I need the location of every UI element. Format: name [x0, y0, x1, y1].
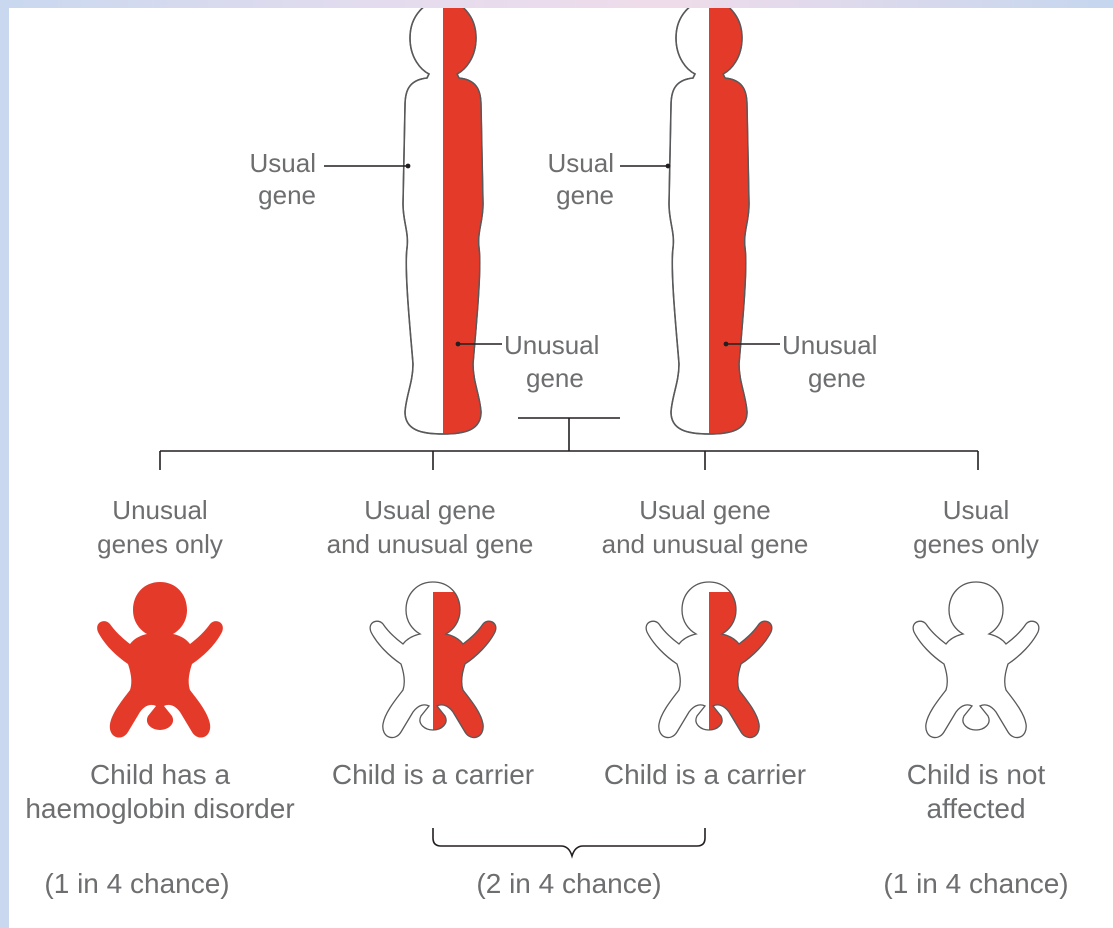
child-3-genotype-line2: and unusual gene	[602, 529, 809, 559]
parent-2-usual-label-line1: Usual	[548, 148, 614, 178]
parent-1-usual-gene-callout: Usual gene	[250, 148, 411, 210]
inheritance-diagram: Usual gene Unusual gene Usual gene Unusu…	[9, 8, 1113, 928]
child-1-outcome-line2: haemoglobin disorder	[25, 793, 294, 824]
child-1-outcome-line1: Child has a	[90, 759, 231, 790]
parent-1-usual-label-line2: gene	[258, 180, 316, 210]
chance-3: (1 in 4 chance)	[883, 868, 1068, 899]
parent-2-usual-label-line2: gene	[556, 180, 614, 210]
child-4-outcome-line1: Child is not	[907, 759, 1046, 790]
child-4-genotype-line2: genes only	[913, 529, 1039, 559]
parent-2-unusual-label-line1: Unusual	[782, 330, 877, 360]
chance-2: (2 in 4 chance)	[476, 868, 661, 899]
child-outcome-labels: Child has a haemoglobin disorder Child i…	[25, 759, 1045, 824]
diagram-canvas: Usual gene Unusual gene Usual gene Unusu…	[9, 8, 1113, 928]
chance-1: (1 in 4 chance)	[44, 868, 229, 899]
chance-labels: (1 in 4 chance) (2 in 4 chance) (1 in 4 …	[44, 868, 1068, 899]
baby-figure-4-unaffected	[913, 582, 1039, 738]
baby-figure-2-carrier	[370, 582, 496, 738]
parent-2-unusual-label-line2: gene	[808, 363, 866, 393]
carrier-brace	[433, 828, 705, 856]
parent-1-unusual-label-line1: Unusual	[504, 330, 599, 360]
parent-1-unusual-label-line2: gene	[526, 363, 584, 393]
child-2-outcome: Child is a carrier	[332, 759, 534, 790]
child-2-genotype-line2: and unusual gene	[327, 529, 534, 559]
parent-2-unusual-gene-callout: Unusual gene	[724, 330, 878, 393]
child-1-genotype-line2: genes only	[97, 529, 223, 559]
child-3-outcome: Child is a carrier	[604, 759, 806, 790]
child-4-genotype-line1: Usual	[943, 495, 1009, 525]
parent-2-usual-gene-callout: Usual gene	[548, 148, 671, 210]
baby-figure-1-affected	[97, 582, 223, 738]
child-2-genotype-line1: Usual gene	[364, 495, 496, 525]
parent-figure-2	[669, 8, 749, 434]
family-tree-connector	[160, 418, 978, 470]
child-1-genotype-line1: Unusual	[112, 495, 207, 525]
child-genotype-labels: Unusual genes only Usual gene and unusua…	[97, 495, 1039, 559]
child-3-genotype-line1: Usual gene	[639, 495, 771, 525]
parent-1-unusual-gene-callout: Unusual gene	[456, 330, 600, 393]
parent-figure-1	[403, 8, 483, 434]
parent-1-usual-label-line1: Usual	[250, 148, 316, 178]
baby-figure-3-carrier	[646, 582, 772, 738]
child-4-outcome-line2: affected	[926, 793, 1025, 824]
